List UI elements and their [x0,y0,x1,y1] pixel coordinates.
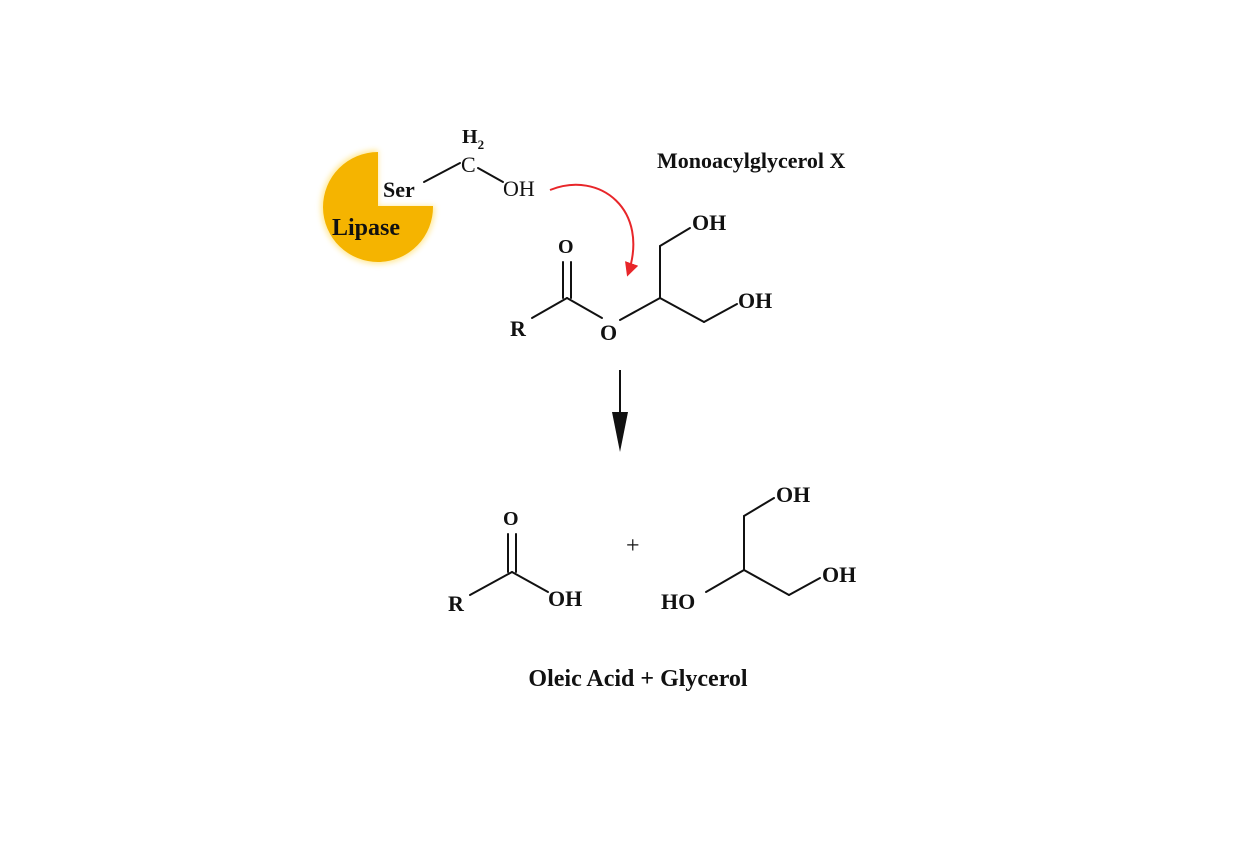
acid-oh-bond [511,571,549,593]
plus-sign: + [626,533,640,559]
substrate-oh-top-label: OH [692,210,726,235]
ch2-oh-right-bond [703,303,738,323]
lipase-enzyme-shape [323,152,434,262]
r-carbonyl-bond [531,297,568,319]
serine-residue: Ser H2 C OH [383,126,535,202]
serine-label: Ser [383,177,415,202]
serine-hydroxyl-label: OH [503,176,535,201]
glycerol-ho-bond [705,569,745,593]
ch2-oh-top-bond [659,227,691,247]
substrate-r-group-label: R [510,316,527,341]
ser-c-bond [423,162,461,183]
substrate-name-label: Monoacylglycerol X [657,148,845,173]
enzyme-name-label: Lipase [332,215,400,241]
glycerol-ho-left-label: HO [661,589,695,614]
c-oh-bond [477,167,504,183]
ester-oxygen-label: O [600,320,617,345]
carbonyl-ester-o-bond [566,297,603,319]
glycerol-right-bond [743,569,790,596]
glycerol-oh-right-bond [788,577,821,596]
acid-r-group-label: R [448,591,465,616]
carboxylic-acid-structure: O R OH [448,508,582,616]
h2-label: H2 [462,126,484,152]
carbonyl-oxygen-label: O [558,236,574,258]
reaction-arrow [612,370,628,452]
methylene-carbon-label: C [461,152,476,177]
glycerol-oh-right-label: OH [822,562,856,587]
nucleophilic-attack-arrow [549,183,639,277]
glycerol-oh-top-label: OH [776,482,810,507]
acid-oh-label: OH [548,586,582,611]
lipase-enzyme: Lipase [321,150,436,264]
substrate-oh-right-label: OH [738,288,772,313]
products-caption: Oleic Acid + Glycerol [528,666,748,692]
acid-r-bond [469,571,513,596]
reaction-arrow-head [612,412,628,452]
ester-o-ch-bond [619,297,661,321]
acid-carbonyl-oxygen-label: O [503,508,519,530]
glycerol-structure: OH OH HO [661,482,856,614]
ch-ch2-right-bond [659,297,705,323]
glycerol-oh-top-bond [743,497,775,517]
monoacylglycerol-structure: Monoacylglycerol X O R O OH OH [510,148,845,345]
